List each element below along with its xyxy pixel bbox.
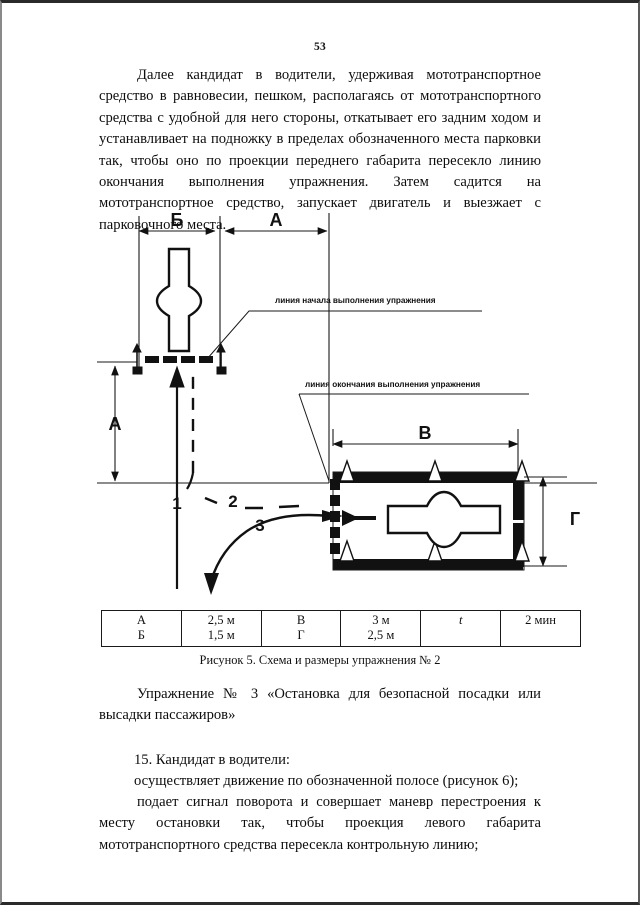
figure-exercise-diagram: Б А А В Г 1 2 3 линия начала выполнения … (97, 211, 597, 601)
path-marker-1: 1 (172, 494, 181, 513)
paragraph-body-3: 15. Кандидат в водители: (134, 752, 290, 768)
page-content: 53 Далее кандидат в водители, удерживая … (2, 3, 638, 902)
table-cell-label-2: В Г (260, 610, 342, 647)
cell-line-2: Б (137, 628, 146, 642)
cell-line-2 (421, 628, 500, 643)
cell-line-2 (501, 628, 580, 643)
cell-line-1: 2 мин (525, 613, 557, 627)
dim-label-a-top: А (270, 211, 283, 230)
annotation-start-line: линия начала выполнения упражнения (275, 296, 436, 305)
cell-line-2: Г (297, 628, 305, 642)
cell-line-1: В (296, 613, 306, 627)
paragraph-body-4: осуществляет движение по обозначенной по… (134, 773, 519, 789)
dim-label-v-right: В (419, 423, 432, 443)
cell-line-2: 2,5 м (367, 628, 395, 642)
cell-line-1: 3 м (372, 613, 390, 627)
path-marker-3: 3 (255, 516, 264, 535)
cell-line-1: А (136, 613, 146, 627)
motorcycle-shape-vertical (155, 247, 203, 353)
dim-label-g-right: Г (570, 509, 580, 529)
table-cell-label-1: А Б (101, 610, 182, 647)
table-row: А Б 2,5 м 1,5 м В Г 3 м 2,5 м (101, 610, 581, 647)
table-cell-value-2: 3 м 2,5 м (340, 610, 422, 647)
paragraph-body-5: подает сигнал поворота и совершает манев… (99, 794, 541, 853)
paragraph-body-2: Упражнение № 3 «Остановка для безопасной… (99, 686, 541, 724)
diagram-svg: Б А А В Г 1 2 3 линия начала выполнения … (97, 211, 597, 595)
cell-line-1: 2,5 м (207, 613, 235, 627)
dim-label-a-left: А (109, 414, 122, 434)
paragraph-body-1: Далее кандидат в водители, удерживая мот… (99, 67, 541, 233)
page-number: 53 (313, 41, 327, 53)
dim-label-b-top: Б (171, 211, 184, 230)
cell-line-2: 1,5 м (207, 628, 235, 642)
table-cell-value-1: 2,5 м 1,5 м (180, 610, 262, 647)
path-marker-2: 2 (228, 492, 237, 511)
table-cell-value-time: 2 мин (500, 610, 581, 647)
figure-caption: Рисунок 5. Схема и размеры упражнения № … (199, 653, 441, 667)
cell-line-1: t (458, 613, 463, 627)
motorcycle-shape-horizontal (386, 490, 502, 549)
dimensions-table: А Б 2,5 м 1,5 м В Г 3 м 2,5 м (101, 610, 581, 647)
annotation-finish-line: линия окончания выполнения упражнения (305, 380, 480, 389)
table-cell-label-time: t (420, 610, 502, 647)
